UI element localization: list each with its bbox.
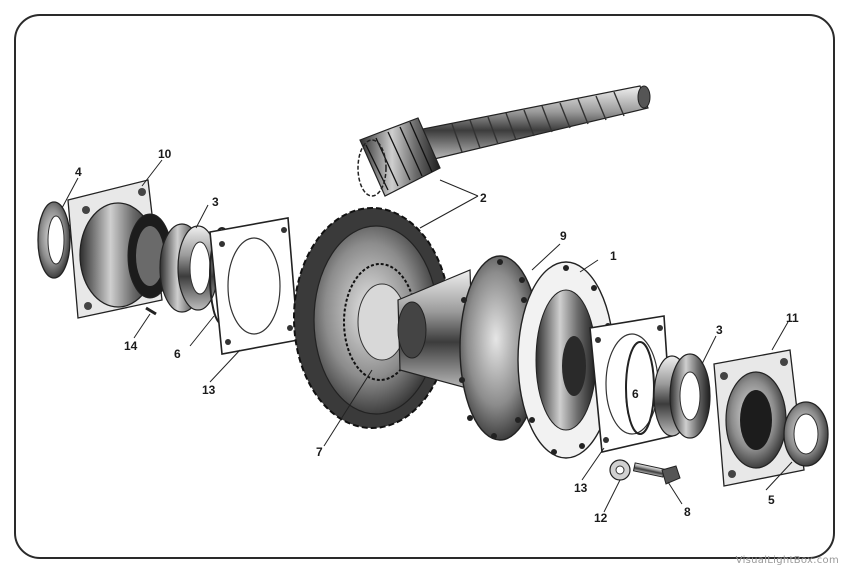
- callout-4: 4: [75, 165, 82, 179]
- callout-6-left: 6: [174, 347, 181, 361]
- callout-2: 2: [480, 191, 487, 205]
- left-taper-bearing: [159, 223, 219, 313]
- callout-3-left: 3: [212, 195, 219, 209]
- callout-7: 7: [316, 445, 323, 459]
- callout-6-right: 6: [632, 387, 639, 401]
- callout-5: 5: [768, 493, 775, 507]
- washer: [609, 459, 631, 481]
- left-gasket: [209, 217, 299, 355]
- callout-8: 8: [684, 505, 691, 519]
- watermark: VisualLightBox.com: [735, 555, 839, 566]
- callout-13-left: 13: [202, 383, 216, 397]
- callout-1: 1: [610, 249, 617, 263]
- right-bearing-housing: [713, 349, 805, 487]
- left-bearing-housing: [67, 179, 173, 319]
- diagram-frame: [14, 14, 835, 559]
- left-oil-seal: [37, 201, 71, 279]
- right-oil-seal: [783, 401, 829, 467]
- pinion-shaft: [357, 85, 651, 197]
- right-taper-bearing: [653, 353, 711, 439]
- bolt: [632, 462, 681, 485]
- leader-lines: [61, 159, 793, 513]
- differential-case: [397, 255, 541, 441]
- callout-3-right: 3: [716, 323, 723, 337]
- callout-14: 14: [124, 339, 138, 353]
- callout-13-right: 13: [574, 481, 588, 495]
- callout-10: 10: [158, 147, 172, 161]
- callout-9: 9: [560, 229, 567, 243]
- callout-12: 12: [594, 511, 608, 525]
- callout-11: 11: [786, 311, 799, 325]
- differential-case-cover: [517, 261, 615, 459]
- locating-pin: [145, 306, 157, 316]
